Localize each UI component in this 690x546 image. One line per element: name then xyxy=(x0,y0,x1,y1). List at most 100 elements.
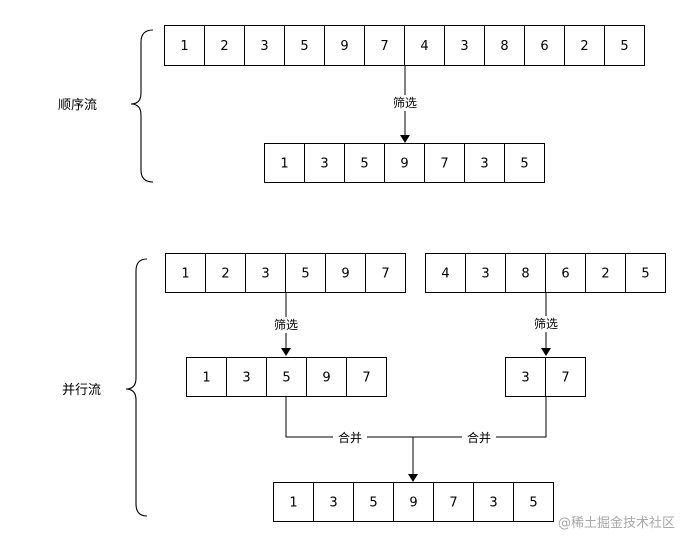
sequential-source-cell-value: 5 xyxy=(300,39,308,54)
sequential-result-row: 1 3 5 9 7 3 5 xyxy=(264,143,545,183)
parallel-left-result-cell-value: 7 xyxy=(362,371,370,386)
parallel-right-filter-label: 筛选 xyxy=(534,316,558,331)
sequential-source-cell xyxy=(484,25,525,66)
parallel-merged-cell xyxy=(433,482,474,522)
sequential-source-row: 1 2 3 5 9 7 4 3 8 6 2 5 xyxy=(164,25,645,66)
sequential-result-cell-value: 5 xyxy=(520,157,528,172)
sequential-source-cell-value: 1 xyxy=(180,39,188,54)
parallel-merged-cell xyxy=(273,482,314,522)
parallel-left-merge-label: 合并 xyxy=(338,430,362,445)
sequential-result-cell xyxy=(344,143,385,183)
parallel-left-result-cell xyxy=(346,357,387,397)
sequential-result-cell-value: 3 xyxy=(480,157,488,172)
parallel-left-result-cell-value: 1 xyxy=(202,371,210,386)
parallel-merged-cell xyxy=(473,482,514,522)
parallel-right-source-cell xyxy=(465,253,506,293)
parallel-right-source-row: 4 3 8 6 2 5 xyxy=(425,253,666,293)
sequential-label: 顺序流 xyxy=(58,98,97,113)
sequential-result-cell-value: 1 xyxy=(280,157,288,172)
sequential-source-cell xyxy=(324,25,365,66)
parallel-right-source-cell xyxy=(585,253,626,293)
parallel-left-filter-label: 筛选 xyxy=(274,317,298,332)
parallel-left-source-cell xyxy=(285,253,326,293)
parallel-left-source-cell xyxy=(365,253,406,293)
parallel-right-result-cell-value: 7 xyxy=(561,371,569,386)
sequential-source-cell xyxy=(444,25,485,66)
parallel-left-result-cell xyxy=(306,357,347,397)
parallel-left-result-row: 1 3 5 9 7 xyxy=(186,357,387,397)
parallel-merged-cell-value: 3 xyxy=(489,496,497,511)
parallel-right-result-cell-value: 3 xyxy=(521,371,529,386)
parallel-merged-cell xyxy=(513,482,554,522)
parallel-left-source-cell xyxy=(165,253,206,293)
sequential-result-cell xyxy=(424,143,465,183)
sequential-source-cell-value: 4 xyxy=(420,39,428,54)
parallel-left-source-cell-value: 3 xyxy=(261,267,269,282)
sequential-source-cell-value: 7 xyxy=(380,39,388,54)
parallel-right-source-cell-value: 2 xyxy=(601,267,609,282)
sequential-brace xyxy=(130,29,154,183)
sequential-filter-label: 筛选 xyxy=(393,95,417,110)
sequential-result-cell-value: 9 xyxy=(400,157,408,172)
parallel-merged-cell-value: 3 xyxy=(329,496,337,511)
parallel-merged-cell-value: 5 xyxy=(369,496,377,511)
sequential-source-cell xyxy=(244,25,285,66)
parallel-merged-cell-value: 5 xyxy=(529,496,537,511)
sequential-source-cell-value: 2 xyxy=(580,39,588,54)
parallel-right-merge-label: 合并 xyxy=(467,430,491,445)
parallel-left-result-cell xyxy=(186,357,227,397)
parallel-right-result-cell xyxy=(545,357,586,397)
parallel-left-source-cell-value: 9 xyxy=(341,267,349,282)
sequential-source-cell xyxy=(524,25,565,66)
parallel-right-source-cell-value: 4 xyxy=(441,267,449,282)
parallel-right-source-cell-value: 5 xyxy=(641,267,649,282)
parallel-left-source-cell xyxy=(325,253,366,293)
sequential-source-cell xyxy=(204,25,245,66)
parallel-left-result-cell-value: 9 xyxy=(322,371,330,386)
parallel-left-source-cell-value: 2 xyxy=(221,267,229,282)
parallel-right-source-cell xyxy=(625,253,666,293)
parallel-merged-cell-value: 1 xyxy=(289,496,297,511)
sequential-source-cell-value: 3 xyxy=(460,39,468,54)
parallel-merged-cell-value: 7 xyxy=(449,496,457,511)
parallel-merged-row: 1 3 5 9 7 3 5 xyxy=(273,482,554,522)
sequential-result-cell-value: 7 xyxy=(440,157,448,172)
sequential-source-cell-value: 8 xyxy=(500,39,508,54)
parallel-right-source-cell xyxy=(545,253,586,293)
sequential-result-cell-value: 3 xyxy=(320,157,328,172)
parallel-right-source-cell-value: 3 xyxy=(481,267,489,282)
sequential-result-cell xyxy=(464,143,505,183)
parallel-left-source-cell-value: 5 xyxy=(301,267,309,282)
sequential-source-cell xyxy=(604,25,645,66)
parallel-right-source-cell xyxy=(425,253,466,293)
sequential-source-cell-value: 5 xyxy=(620,39,628,54)
parallel-left-result-cell xyxy=(226,357,267,397)
parallel-left-source-cell xyxy=(205,253,246,293)
sequential-source-cell-value: 3 xyxy=(260,39,268,54)
sequential-result-cell xyxy=(504,143,545,183)
parallel-merged-cell xyxy=(313,482,354,522)
parallel-label: 并行流 xyxy=(62,383,101,398)
parallel-right-source-cell-value: 6 xyxy=(561,267,569,282)
parallel-merged-cell xyxy=(393,482,434,522)
sequential-source-cell-value: 9 xyxy=(340,39,348,54)
parallel-right-source-cell-value: 8 xyxy=(521,267,529,282)
parallel-brace xyxy=(125,258,148,517)
sequential-source-cell xyxy=(364,25,405,66)
parallel-merged-cell xyxy=(353,482,394,522)
sequential-source-cell-value: 2 xyxy=(220,39,228,54)
parallel-left-result-cell-value: 3 xyxy=(242,371,250,386)
sequential-result-cell-value: 5 xyxy=(360,157,368,172)
parallel-right-result-cell xyxy=(505,357,546,397)
parallel-left-source-cell xyxy=(245,253,286,293)
parallel-left-result-cell-value: 5 xyxy=(282,371,290,386)
merge-connector xyxy=(285,396,547,438)
sequential-source-cell-value: 6 xyxy=(540,39,548,54)
parallel-merged-cell-value: 9 xyxy=(409,496,417,511)
sequential-source-cell xyxy=(404,25,445,66)
sequential-source-cell xyxy=(164,25,205,66)
parallel-left-source-cell-value: 1 xyxy=(181,267,189,282)
sequential-result-cell xyxy=(304,143,345,183)
